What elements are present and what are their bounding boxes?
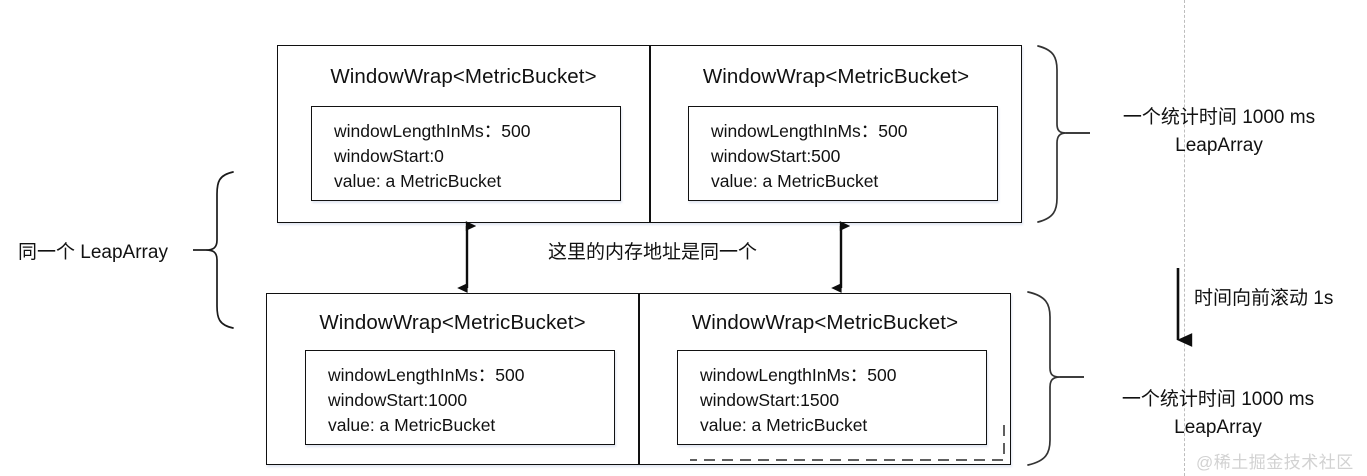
bottom-brace-label-line2: LeapArray [1174, 417, 1262, 438]
field-window-start: windowStart:0 [334, 146, 444, 166]
bottom-brace-label-line1: 一个统计时间 1000 ms [1121, 389, 1315, 410]
window-wrap-box-bottom-right: WindowWrap<MetricBucket> windowLengthInM… [639, 293, 1011, 465]
window-wrap-box-top-right: WindowWrap<MetricBucket> windowLengthInM… [650, 45, 1022, 223]
watermark-label: @稀土掘金技术社区 [1196, 453, 1354, 472]
field-value: value: a MetricBucket [328, 415, 496, 435]
field-window-length: windowLengthInMs：500 [328, 365, 525, 385]
window-wrap-title: WindowWrap<MetricBucket> [691, 311, 959, 334]
time-forward-label: 时间向前滚动 1s [1194, 288, 1334, 309]
window-wrap-title: WindowWrap<MetricBucket> [330, 65, 597, 88]
timeline-dashed-line [1184, 0, 1185, 476]
window-wrap-box-bottom-left: WindowWrap<MetricBucket> windowLengthInM… [266, 293, 639, 465]
field-window-length: windowLengthInMs：500 [711, 121, 908, 141]
metric-bucket-inner-box: windowLengthInMs：500 windowStart:1000 va… [305, 350, 615, 445]
window-wrap-box-top-left: WindowWrap<MetricBucket> windowLengthInM… [277, 45, 650, 223]
field-window-length: windowLengthInMs：500 [700, 365, 897, 385]
top-brace-label-line2: LeapArray [1175, 135, 1263, 156]
metric-bucket-inner-box: windowLengthInMs：500 windowStart:0 value… [311, 106, 621, 201]
field-window-start: windowStart:1000 [328, 390, 468, 410]
window-wrap-title: WindowWrap<MetricBucket> [702, 65, 970, 88]
metric-bucket-inner-box: windowLengthInMs：500 windowStart:500 val… [688, 106, 998, 201]
window-wrap-title: WindowWrap<MetricBucket> [319, 311, 586, 334]
field-value: value: a MetricBucket [700, 415, 868, 435]
field-window-start: windowStart:500 [711, 146, 841, 166]
field-value: value: a MetricBucket [711, 171, 879, 191]
field-window-start: windowStart:1500 [700, 390, 840, 410]
left-brace-label: 同一个 LeapArray [18, 242, 168, 263]
field-value: value: a MetricBucket [334, 171, 502, 191]
right-curly-brace-top [1037, 45, 1090, 223]
top-brace-label-line1: 一个统计时间 1000 ms [1122, 107, 1316, 128]
right-curly-brace-bottom [1027, 291, 1084, 466]
field-window-length: windowLengthInMs：500 [334, 121, 531, 141]
left-curly-brace [193, 171, 234, 329]
metric-bucket-inner-box: windowLengthInMs：500 windowStart:1500 va… [677, 350, 987, 445]
middle-note-label: 这里的内存地址是同一个 [548, 242, 758, 263]
